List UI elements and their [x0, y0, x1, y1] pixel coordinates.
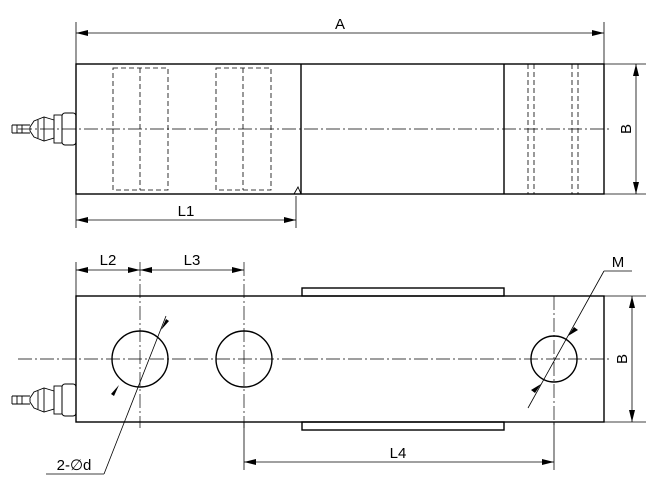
dimension-l1: L1 — [75, 194, 297, 228]
dimension-m-leader: M — [527, 254, 632, 409]
dimension-b-bottom: B — [604, 295, 646, 423]
dimension-l1-label: L1 — [178, 203, 195, 220]
dimension-b-top: B — [604, 63, 646, 195]
bottom-connector-body — [53, 385, 63, 415]
top-cable-connector — [11, 112, 77, 146]
dimension-a-label: A — [335, 16, 345, 33]
dimension-b-bottom-label: B — [614, 354, 631, 364]
bottom-pad-top — [301, 287, 505, 297]
dimension-l3: L3 — [140, 252, 244, 273]
dimension-a: A — [75, 16, 605, 64]
bottom-pad-bottom — [301, 421, 505, 431]
bottom-connector-nut — [61, 383, 77, 417]
top-connector-gland — [29, 116, 55, 142]
hole-callout-label: 2-∅d — [57, 457, 92, 474]
dimension-l2: L2 — [75, 252, 140, 296]
dimension-m-label: M — [612, 254, 625, 271]
bottom-cable-connector — [11, 383, 77, 417]
hole-callout-leader: 2-∅d — [46, 315, 169, 475]
top-view: A B L1 — [11, 16, 646, 228]
bottom-connector-gland — [29, 387, 55, 413]
top-notch — [293, 185, 302, 195]
dimension-l3-label: L3 — [184, 252, 201, 269]
dimension-l4-label: L4 — [390, 445, 407, 462]
dimension-l4: L4 — [243, 422, 555, 470]
bottom-view: L2 L3 B L4 — [11, 252, 646, 475]
dimension-l2-label: L2 — [100, 252, 117, 269]
dimension-b-top-label: B — [618, 124, 635, 134]
